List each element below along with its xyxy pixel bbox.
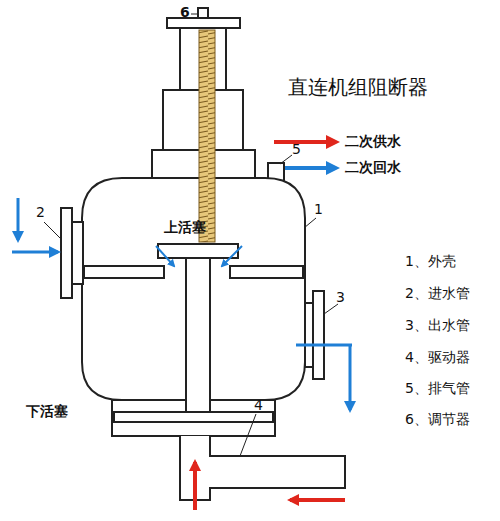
callout-number: 4 [254,397,263,413]
parts-list-item: 5、排气管 [405,380,470,396]
legend-text: 二次回水 [345,159,401,175]
callout-number: 5 [292,141,301,157]
legend-text: 二次供水 [345,133,401,149]
part-name: 上活塞 [164,219,206,235]
legend-arrow [272,134,342,150]
callout-number: 3 [336,289,345,305]
parts-list-item: 6、调节器 [405,411,470,427]
callout-number: 1 [314,201,323,217]
parts-list-item: 3、出水管 [405,317,470,333]
diagram-title: 直连机组阻断器 [288,76,428,99]
parts-list-item: 1、外壳 [405,253,456,269]
parts-list-item: 2、进水管 [405,285,470,301]
part-name: 下活塞 [26,403,68,419]
parts-list-item: 4、驱动器 [405,349,470,365]
callout-number: 6 [180,4,190,20]
callout-number: 2 [36,204,45,220]
